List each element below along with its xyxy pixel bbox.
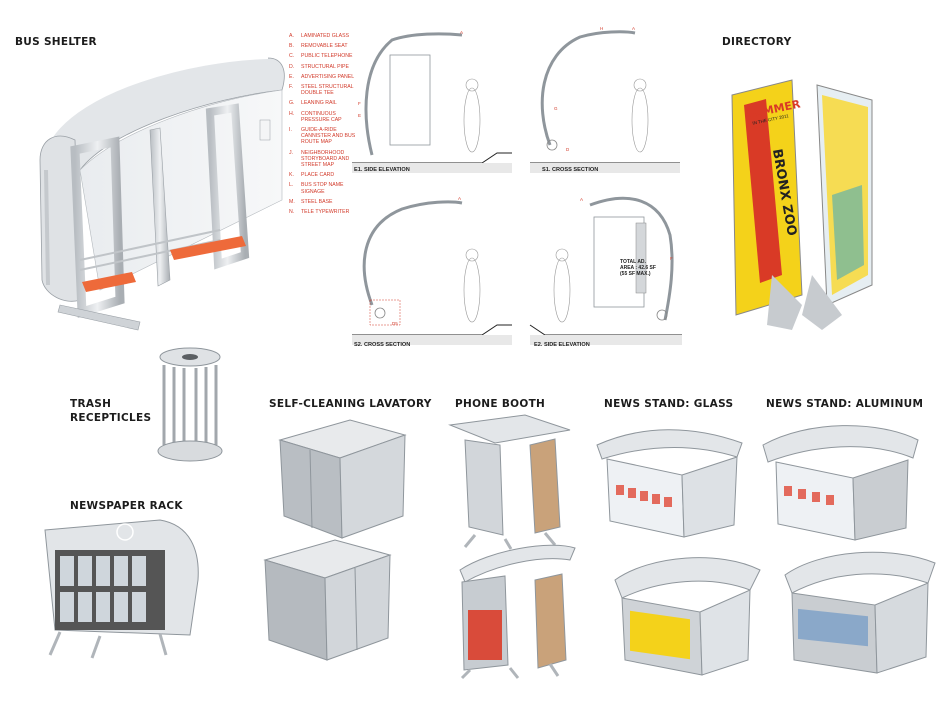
phone-booth-render-bottom xyxy=(459,544,576,680)
svg-text:E: E xyxy=(358,113,361,118)
lavatory-render-top xyxy=(278,419,407,539)
newspaper-rack-label: NEWSPAPER RACK xyxy=(70,500,183,512)
news-stand-aluminum-render-bottom xyxy=(784,551,936,674)
newspaper-rack-render xyxy=(44,519,199,659)
legend-item: H.CONTINUOUS PRESSURE CAP xyxy=(289,110,342,123)
bus-shelter-render xyxy=(39,57,285,331)
directory-svg xyxy=(731,79,873,330)
news-stand-glass-render-top xyxy=(596,429,743,538)
news-stand-aluminum-render-top xyxy=(762,425,919,541)
legend-item: N.TELE TYPEWRITER xyxy=(289,209,350,216)
svg-text:F: F xyxy=(670,256,673,261)
svg-text:A: A xyxy=(580,197,583,202)
svg-text:F: F xyxy=(358,101,361,106)
e2-caption: E2. SIDE ELEVATION xyxy=(534,342,590,348)
legend-item: C.PUBLIC TELEPHONE xyxy=(289,53,353,60)
news-stand-aluminum-label: NEWS STAND: ALUMINUM xyxy=(766,398,924,410)
svg-text:H: H xyxy=(600,26,603,31)
svg-text:D: D xyxy=(566,147,570,152)
svg-text:A: A xyxy=(460,30,463,35)
bus-shelter-label: BUS SHELTER xyxy=(15,36,97,48)
drawing-e1: A F E E1. SIDE ELEVATION xyxy=(352,25,512,180)
s2-caption: S2. CROSS SECTION xyxy=(354,342,411,348)
phone-booth-render-top xyxy=(448,414,571,550)
s1-section-svg: H A G D xyxy=(530,26,680,173)
drawing-s2: A D5 S2. CROSS SECTION xyxy=(352,195,512,355)
news-stand-glass-label: NEWS STAND: GLASS xyxy=(604,398,734,410)
component-legend: A.LAMINATED GLASS B.REMOVABLE SEAT C.PUB… xyxy=(289,33,359,219)
legend-item: E.ADVERTISING PANEL xyxy=(289,73,355,80)
total-ad-area: TOTAL AD. AREA : 42.6 SF (55 SF MAX.) xyxy=(620,259,656,277)
phone-booth-label: PHONE BOOTH xyxy=(455,398,546,410)
svg-text:A: A xyxy=(632,26,635,31)
legend-item: I.GUIDE-A-RIDE CANNISTER AND BUS ROUTE M… xyxy=(289,127,356,146)
directory-label: DIRECTORY xyxy=(722,36,792,48)
svg-text:A: A xyxy=(458,196,461,201)
trash-label: TRASH RECEPTICLES xyxy=(70,398,152,424)
legend-item: D.STRUCTURAL PIPE xyxy=(289,63,349,70)
legend-item: F.STEEL STRUCTURAL DOUBLE TEE xyxy=(289,84,354,97)
lavatory-label: SELF-CLEANING LAVATORY xyxy=(269,398,432,410)
legend-item: L.BUS STOP NAME SIGNAGE xyxy=(289,182,344,195)
e1-elevation-svg: A F E xyxy=(352,30,512,173)
legend-item: M.STEEL BASE xyxy=(289,198,333,205)
drawing-s1: H A G D S1. CROSS SECTION xyxy=(530,25,680,180)
directory-render: SUMMER IN THE CITY 2011 BRONX ZOO xyxy=(722,75,882,335)
trash-receptacle-render xyxy=(157,347,223,462)
s2-section-svg: A D5 xyxy=(352,196,512,345)
legend-item: B.REMOVABLE SEAT xyxy=(289,43,348,50)
e1-caption: E1. SIDE ELEVATION xyxy=(354,167,410,173)
news-stand-glass-render-bottom xyxy=(614,557,761,676)
legend-item: G.LEANING RAIL xyxy=(289,100,337,107)
e2-elevation-svg: AF xyxy=(529,196,682,345)
legend-item: J.NEIGHBORHOOD STORYBOARD AND STREET MAP xyxy=(289,149,350,169)
legend-item: K.PLACE CARD xyxy=(289,172,335,179)
legend-item: A.LAMINATED GLASS xyxy=(289,33,350,39)
s1-caption: S1. CROSS SECTION xyxy=(542,167,599,173)
lavatory-render-bottom xyxy=(263,539,392,661)
svg-text:D5: D5 xyxy=(392,321,398,326)
svg-text:G: G xyxy=(554,106,558,111)
